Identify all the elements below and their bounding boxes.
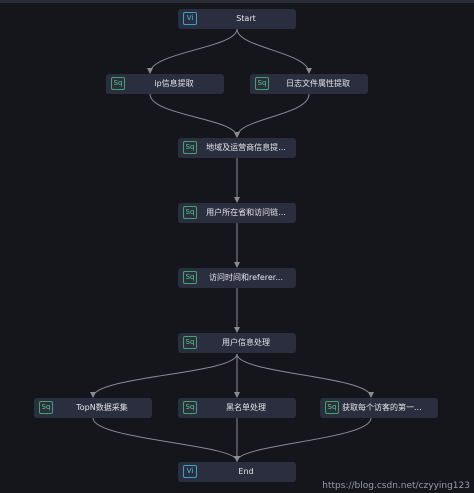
node-userinfo-label: 用户信息处理: [222, 338, 270, 347]
node-userinfo[interactable]: Sq 用户信息处理: [178, 333, 296, 353]
node-topn[interactable]: Sq TopN数据采集: [34, 398, 152, 418]
sq-badge-icon: Sq: [325, 401, 339, 414]
node-end-label: End: [238, 467, 254, 476]
node-ip-label: ip信息提取: [154, 79, 194, 88]
node-ip[interactable]: Sq ip信息提取: [106, 74, 224, 94]
node-start-label: Start: [236, 14, 256, 23]
sq-badge-icon: Sq: [183, 141, 197, 154]
node-firstvisit[interactable]: Sq 获取每个访客的第一...: [320, 398, 438, 418]
node-end[interactable]: Vi End: [178, 462, 296, 482]
edge-ip-region: [149, 93, 240, 138]
edge-firstvisit-end: [234, 417, 372, 462]
node-blacklist-label: 黑名单处理: [226, 403, 266, 412]
sq-badge-icon: Sq: [183, 206, 197, 219]
vi-badge-icon: Vi: [183, 12, 197, 25]
watermark-url: https://blog.csdn.net/czyying123: [322, 481, 470, 491]
node-topn-label: TopN数据采集: [76, 403, 128, 412]
node-log-label: 日志文件属性提取: [286, 79, 350, 88]
edge-userinfo-firstvisit: [236, 353, 374, 398]
sq-badge-icon: Sq: [39, 401, 53, 414]
node-start[interactable]: Vi Start: [178, 9, 296, 29]
vi-badge-icon: Vi: [183, 465, 197, 478]
node-time[interactable]: Sq 访问时间和referer...: [178, 268, 296, 288]
node-province[interactable]: Sq 用户所在省和访问链...: [178, 203, 296, 223]
edge-userinfo-topn: [90, 353, 238, 398]
node-blacklist[interactable]: Sq 黑名单处理: [178, 398, 296, 418]
sq-badge-icon: Sq: [111, 77, 125, 90]
sq-badge-icon: Sq: [183, 271, 197, 284]
node-region-label: 地域及运营商信息提...: [206, 143, 286, 152]
node-province-label: 用户所在省和访问链...: [206, 208, 286, 217]
top-border: [0, 0, 474, 3]
node-time-label: 访问时间和referer...: [209, 273, 283, 282]
node-firstvisit-label: 获取每个访客的第一...: [342, 403, 422, 412]
sq-badge-icon: Sq: [255, 77, 269, 90]
node-region[interactable]: Sq 地域及运营商信息提...: [178, 138, 296, 158]
node-log[interactable]: Sq 日志文件属性提取: [250, 74, 368, 94]
edge-start-log: [236, 28, 312, 74]
sq-badge-icon: Sq: [183, 401, 197, 414]
sq-badge-icon: Sq: [183, 336, 197, 349]
edge-start-ip: [147, 28, 238, 74]
edge-log-region: [234, 93, 310, 138]
edge-topn-end: [92, 417, 240, 462]
